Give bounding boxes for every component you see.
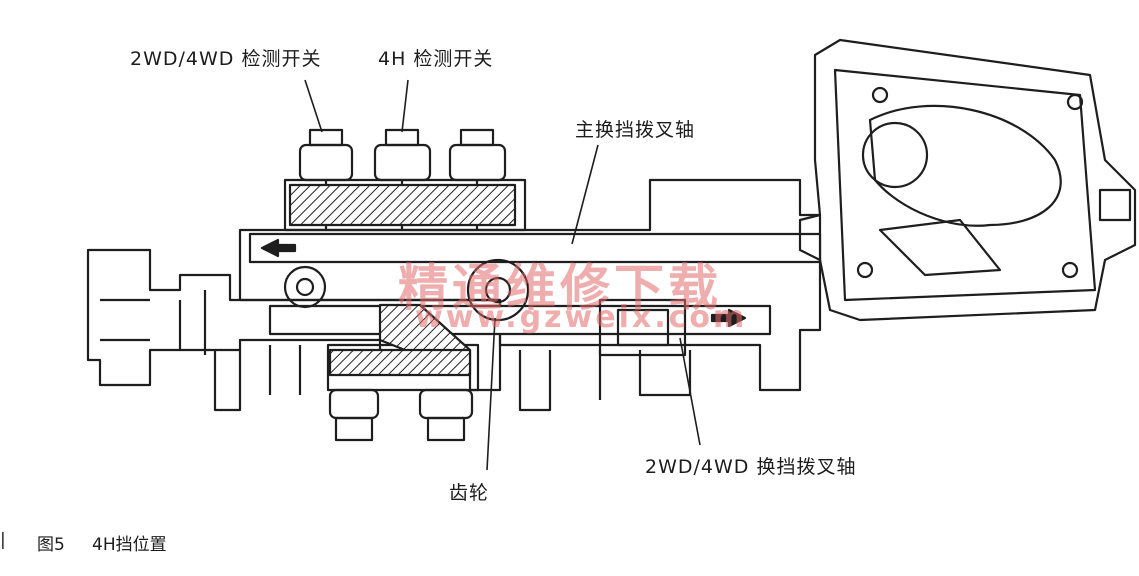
label-fork-shaft-2wd4wd: 2WD/4WD 换挡拨叉轴	[645, 456, 857, 478]
watermark-name: 精通维修下载	[398, 259, 722, 317]
label-switch-2wd4wd: 2WD/4WD 检测开关	[130, 48, 322, 70]
lower-switch-1	[328, 388, 380, 442]
caption-prefix: |	[0, 530, 6, 550]
gear	[466, 258, 530, 322]
actuator-bore	[861, 121, 929, 189]
left-arrow-icon	[260, 238, 297, 258]
shift-fork	[598, 298, 687, 357]
right-arrow-icon	[710, 308, 747, 328]
leader-switch-4h	[401, 79, 409, 133]
leader-main-fork-shaft	[571, 144, 599, 245]
leader-gear	[486, 317, 496, 471]
main-fork-shaft	[248, 232, 822, 264]
lower-ribs	[213, 345, 692, 412]
actuator-connector	[1098, 188, 1132, 222]
label-main-fork-shaft: 主换挡拨叉轴	[575, 119, 696, 141]
leader-fork-2wd4wd	[679, 337, 701, 446]
caption-title: 4H挡位置	[92, 535, 167, 555]
actuator-cam	[868, 104, 1062, 227]
leader-switch-2wd4wd	[304, 79, 323, 133]
hatched-section-upper	[288, 183, 517, 227]
caption-figure-number: 图5	[37, 535, 65, 555]
label-switch-4h: 4H 检测开关	[378, 48, 494, 70]
actuator-housing	[798, 38, 1137, 322]
watermark-url: www.gzweix.com	[415, 300, 748, 335]
left-housing-rib	[100, 290, 207, 355]
label-gear: 齿轮	[449, 482, 490, 504]
detent-roller	[283, 265, 327, 309]
lower-switch-2	[418, 388, 474, 442]
